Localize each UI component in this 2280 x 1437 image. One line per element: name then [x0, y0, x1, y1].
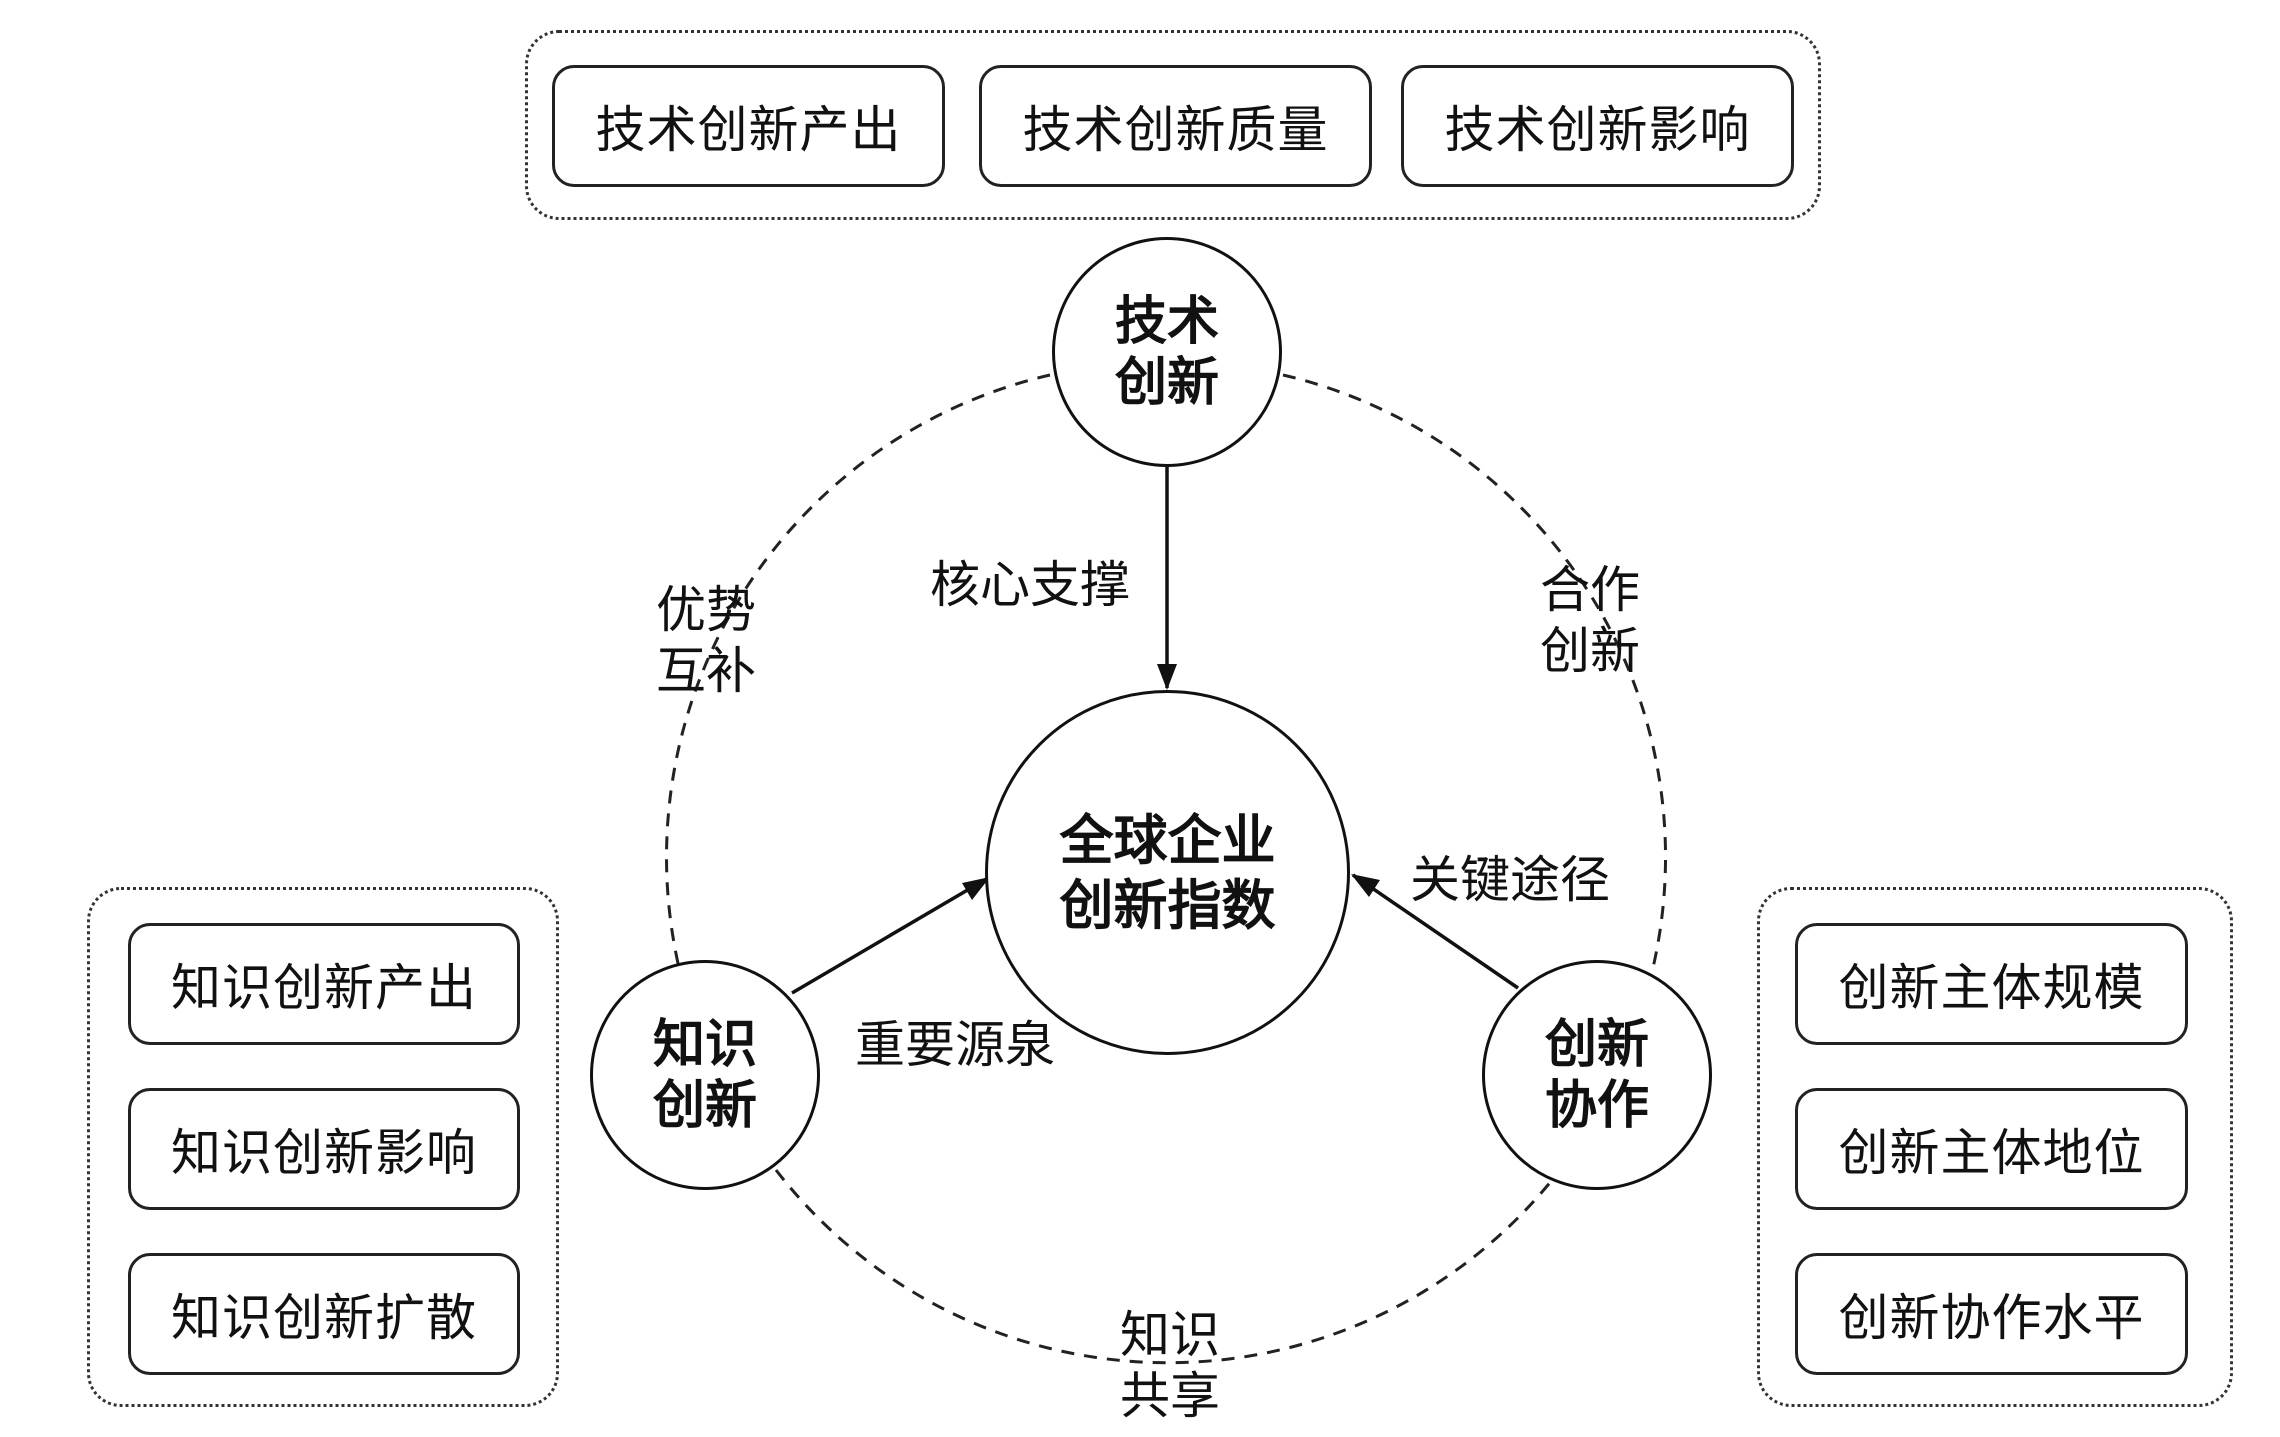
arrow-key-path — [1352, 873, 1519, 990]
node-knowledge-innovation: 知识 创新 — [590, 960, 820, 1190]
indicator-knowledge-output: 知识创新产出 — [128, 923, 520, 1045]
label-cooperation-line1: 合作 — [1540, 561, 1640, 619]
label-complement-line1: 优势 — [656, 581, 756, 639]
node-innovation-collaboration: 创新 协作 — [1482, 960, 1712, 1190]
indicator-tech-output: 技术创新产出 — [552, 65, 945, 187]
label-complement: 优势 互补 — [656, 580, 756, 702]
node-tech-innovation: 技术 创新 — [1052, 237, 1282, 467]
node-knowledge-line2: 创新 — [652, 1075, 757, 1136]
arc-sharing — [774, 1169, 1562, 1365]
label-sharing: 知识 共享 — [1120, 1305, 1220, 1427]
arc-cooperation — [1282, 373, 1667, 973]
indicator-tech-quality: 技术创新质量 — [979, 65, 1372, 187]
label-complement-line2: 互补 — [656, 642, 756, 700]
indicator-entity-status: 创新主体地位 — [1795, 1088, 2188, 1210]
indicator-knowledge-diffusion: 知识创新扩散 — [128, 1253, 520, 1375]
node-collab-line2: 协作 — [1544, 1075, 1649, 1136]
label-sharing-line2: 共享 — [1120, 1367, 1220, 1425]
node-knowledge-line1: 知识 — [652, 1013, 757, 1075]
label-cooperation: 合作 创新 — [1540, 560, 1640, 682]
indicator-knowledge-impact: 知识创新影响 — [128, 1088, 520, 1210]
arrow-important-source — [791, 876, 989, 995]
label-core-support: 核心支撑 — [930, 556, 1130, 614]
tech-indicator-group — [525, 30, 1821, 220]
arrowhead-core-support — [1157, 664, 1177, 690]
node-tech-line2: 创新 — [1114, 352, 1219, 413]
collab-indicator-group — [1757, 887, 2233, 1407]
indicator-tech-impact: 技术创新影响 — [1401, 65, 1794, 187]
arrowhead-key-path — [1351, 874, 1380, 897]
node-global-innovation-index: 全球企业 创新指数 — [985, 690, 1350, 1055]
arrowhead-important-source — [962, 877, 990, 900]
label-cooperation-line2: 创新 — [1540, 622, 1640, 680]
node-tech-line1: 技术 — [1114, 290, 1219, 352]
node-center-line1: 全球企业 — [1059, 807, 1276, 872]
arc-complement — [665, 373, 1051, 973]
label-important-source: 重要源泉 — [855, 1016, 1055, 1074]
label-sharing-line1: 知识 — [1120, 1306, 1220, 1364]
indicator-entity-scale: 创新主体规模 — [1795, 923, 2188, 1045]
knowledge-indicator-group — [87, 887, 559, 1407]
label-key-path: 关键途径 — [1410, 851, 1610, 909]
node-collab-line1: 创新 — [1544, 1013, 1649, 1075]
indicator-collab-level: 创新协作水平 — [1795, 1253, 2188, 1375]
node-center-line2: 创新指数 — [1059, 872, 1276, 937]
